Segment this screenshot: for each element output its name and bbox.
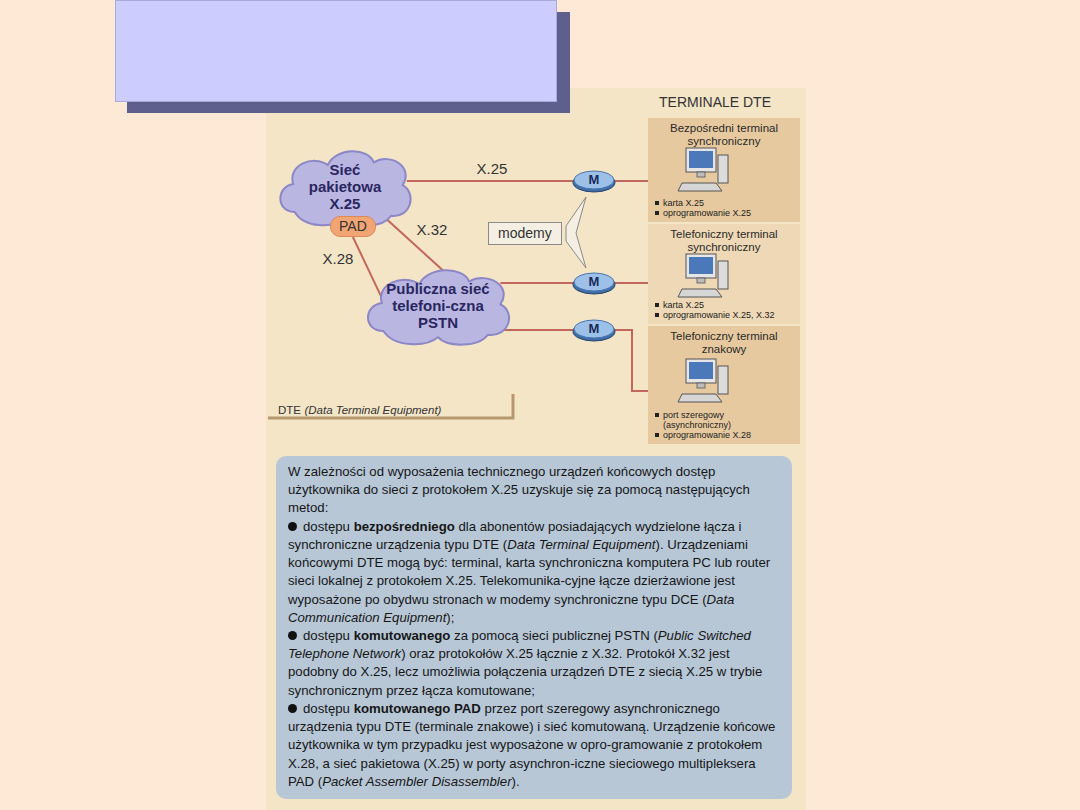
- callout-label: modemy: [498, 224, 552, 243]
- pad-label: PAD: [339, 217, 367, 236]
- modem-label: M: [572, 318, 616, 340]
- text-segment: W zależności od wyposażenia technicznego…: [288, 464, 750, 515]
- modem-label: M: [572, 169, 616, 191]
- bullet-row: karta X.25: [655, 198, 751, 208]
- section-heading: TERMINALE DTE: [659, 94, 771, 111]
- connector-line: [353, 237, 382, 298]
- terminal-panel: Telefoniczny terminal synchroniczny karta…: [648, 224, 800, 324]
- text-segment: Data Terminal Equipment: [507, 537, 655, 552]
- bullet-list: port szeregowy (asynchroniczny)oprogramo…: [655, 410, 753, 440]
- bullet-square: [655, 413, 659, 417]
- bullet-text: karta X.25: [663, 198, 704, 208]
- paragraph: dostępubezpośredniegodla abonentów posia…: [288, 518, 780, 627]
- computer-icon: [678, 359, 728, 402]
- bullet-row: karta X.25: [655, 300, 775, 310]
- connector-line: [615, 180, 648, 182]
- terminal-heading: Bezpośredni terminal synchroniczny: [652, 122, 796, 148]
- bullet-dot: [288, 704, 297, 713]
- text-segment: );: [446, 610, 454, 625]
- connector-line: [500, 282, 573, 284]
- terminal-heading: Telefoniczny terminal znakowy: [652, 330, 796, 356]
- modem-label: M: [572, 271, 616, 293]
- network-cloud: Publiczna sieć telefoni-czna PSTN: [360, 261, 516, 350]
- bullet-text: karta X.25: [663, 300, 704, 310]
- connector-line: [407, 180, 573, 182]
- edge-label: X.25: [475, 160, 510, 177]
- bullet-text: oprogramowanie X.28: [663, 430, 751, 440]
- modem-symbol: M: [572, 318, 616, 342]
- text-segment: za pomocą sieci publicznej PSTN (: [454, 628, 658, 643]
- terminal-panel: Bezpośredni terminal synchroniczny karta …: [648, 118, 800, 222]
- callout-tail: [566, 197, 586, 268]
- bullet-dot: [288, 522, 297, 531]
- bullet-row: oprogramowanie X.28: [655, 430, 753, 440]
- title-box: [115, 0, 557, 102]
- cloud-label: Publiczna sieć telefoni-czna PSTN: [386, 280, 490, 331]
- dte-bracket: [268, 394, 513, 418]
- text-segment: komutowanego: [354, 628, 451, 643]
- text-segment: dostępu: [303, 628, 350, 643]
- computer-icon: [678, 148, 728, 191]
- cloud-outline: [368, 270, 509, 344]
- text-segment: dostępu: [303, 701, 350, 716]
- dte-label: (Data Terminal Equipment): [304, 404, 441, 416]
- bullet-square: [655, 303, 659, 307]
- cloud-text-box: Publiczna sieć telefoni-czna PSTN: [360, 261, 516, 350]
- paragraph: dostępukomutowanego PADprzez port szereg…: [288, 700, 780, 791]
- paragraph: dostępu komutowanegoza pomocą sieci publi…: [288, 627, 780, 700]
- paragraph: W zależności od wyposażenia technicznego…: [288, 463, 780, 518]
- bullet-dot: [288, 631, 297, 640]
- terminal-panel: Telefoniczny terminal znakowy port szereg…: [648, 326, 800, 444]
- bullet-square: [655, 433, 659, 437]
- callout-box: modemy: [488, 222, 562, 245]
- cloud-label: Sieć pakietowa X.25: [299, 161, 391, 212]
- modem-symbol: M: [572, 271, 616, 295]
- bullet-text: port szeregowy (asynchroniczny): [663, 410, 753, 430]
- computer-icon: [678, 254, 728, 297]
- terminal-heading: Telefoniczny terminal synchroniczny: [652, 228, 796, 254]
- modem-symbol: M: [572, 169, 616, 193]
- bullet-row: oprogramowanie X.25: [655, 208, 751, 218]
- edge-label: X.32: [415, 221, 450, 238]
- dte-caption: DTE(Data Terminal Equipment): [278, 400, 441, 418]
- connector-line: [615, 282, 648, 284]
- bullet-list: karta X.25oprogramowanie X.25, X.32: [655, 300, 775, 320]
- cloud-outline: [280, 151, 410, 225]
- bullet-row: port szeregowy (asynchroniczny): [655, 410, 753, 430]
- bullet-list: karta X.25oprogramowanie X.25: [655, 198, 751, 218]
- edge-label: X.28: [321, 250, 356, 267]
- text-segment: komutowanego PAD: [354, 701, 481, 716]
- bullet-square: [655, 201, 659, 205]
- bullet-square: [655, 211, 659, 215]
- text-segment: dostępu: [303, 519, 350, 534]
- bullet-square: [655, 313, 659, 317]
- bullet-row: oprogramowanie X.25, X.32: [655, 310, 775, 320]
- description-panel: W zależności od wyposażenia technicznego…: [276, 456, 792, 799]
- bullet-text: oprogramowanie X.25, X.32: [663, 310, 775, 320]
- text-segment: ).: [512, 774, 520, 789]
- text-segment: bezpośredniego: [354, 519, 455, 534]
- dte-label: DTE: [278, 404, 301, 416]
- pad-box: PAD: [330, 216, 376, 237]
- bullet-text: oprogramowanie X.25: [663, 208, 751, 218]
- text-segment: Packet Assembler Disassembler: [322, 774, 511, 789]
- connector-line: [615, 330, 648, 391]
